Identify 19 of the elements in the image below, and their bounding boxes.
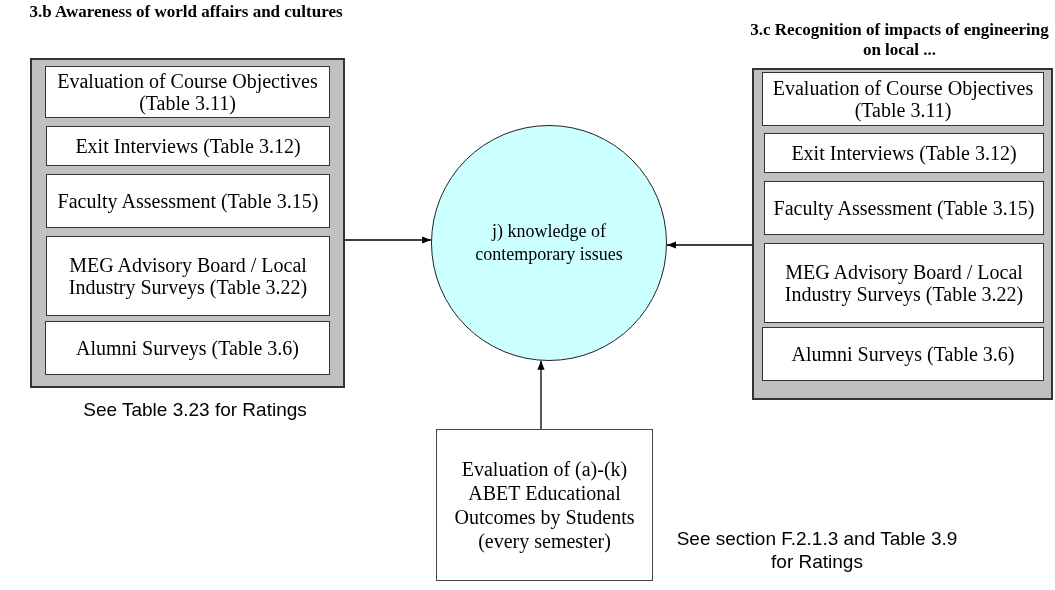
assessment-box: Exit Interviews (Table 3.12)	[46, 126, 330, 166]
assessment-box: Faculty Assessment (Table 3.15)	[46, 174, 330, 228]
assessment-box: Alumni Surveys (Table 3.6)	[45, 321, 330, 375]
outcome-text: j) knowledge of contemporary issues	[474, 220, 624, 266]
group-heading: 3.b Awareness of world affairs and cultures	[28, 2, 344, 22]
assessment-box: Alumni Surveys (Table 3.6)	[762, 327, 1044, 381]
assessment-box: Evaluation of (a)-(k) ABET Educational Outcomes by Students (every semester)	[436, 429, 653, 581]
note-text: See Table 3.23 for Ratings	[82, 398, 308, 421]
group-heading: 3.c Recognition of impacts of engineering on local ...	[749, 20, 1050, 60]
arrow	[344, 236, 432, 244]
assessment-box: Evaluation of Course Objectives (Table 3.11)	[762, 72, 1044, 126]
assessment-box: Faculty Assessment (Table 3.15)	[764, 181, 1044, 235]
assessment-box: MEG Advisory Board / Local Industry Surveys (Table 3.22)	[764, 243, 1044, 323]
assessment-box: Exit Interviews (Table 3.12)	[764, 133, 1044, 173]
assessment-box: Evaluation of Course Objectives (Table 3.11)	[45, 66, 330, 118]
arrow	[537, 360, 545, 430]
arrow	[666, 241, 753, 249]
note-text: See section F.2.1.3 and Table 3.9 for Ratings	[675, 527, 959, 573]
assessment-box: MEG Advisory Board / Local Industry Surveys (Table 3.22)	[46, 236, 330, 316]
